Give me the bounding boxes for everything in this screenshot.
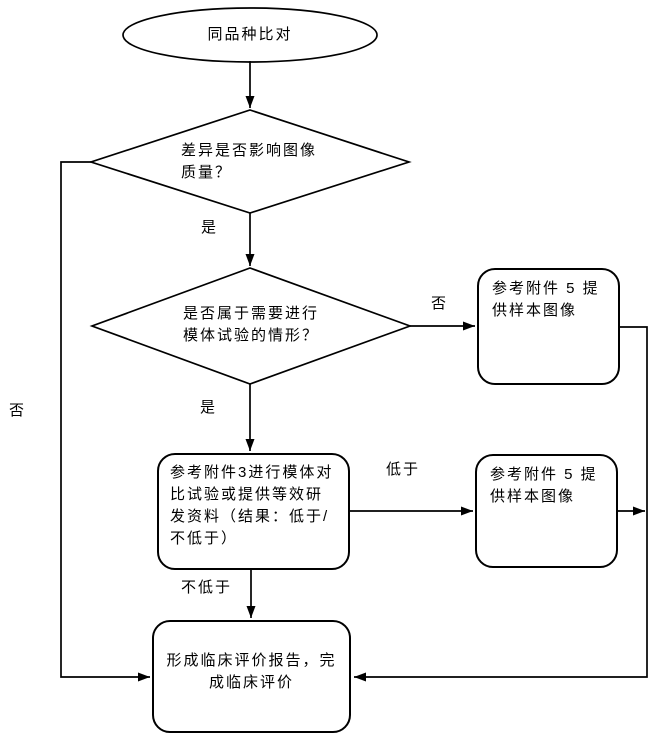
process-phantom-test-line4: 不低于） bbox=[170, 530, 239, 547]
decision-image-quality-line1: 差异是否影响图像 bbox=[181, 142, 318, 159]
edge-label-yes-bottom: 是 bbox=[200, 399, 218, 416]
decision-image-quality-label: 差异是否影响图像 质量？ bbox=[181, 140, 317, 184]
decision-phantom-needed-line1: 是否属于需要进行 bbox=[183, 305, 320, 322]
process-phantom-test-line3: 发资料（结果：低于/ bbox=[170, 508, 330, 525]
edge-label-yes-top: 是 bbox=[201, 219, 219, 236]
process-sample-image-mid-line1: 参考附件 5 提 bbox=[490, 466, 598, 483]
decision-phantom-needed-label: 是否属于需要进行 模体试验的情形？ bbox=[183, 303, 319, 347]
edge-label-no-left: 否 bbox=[9, 402, 27, 419]
process-phantom-test-line2: 比试验或提供等效研 bbox=[170, 486, 324, 503]
edge-label-not-lower: 不低于 bbox=[181, 579, 233, 596]
process-phantom-test-box: 参考附件3进行模体对 比试验或提供等效研 发资料（结果：低于/ 不低于） bbox=[157, 453, 350, 570]
process-final-report-line2: 成临床评价 bbox=[208, 673, 294, 691]
process-sample-image-top-box: 参考附件 5 提 供样本图像 bbox=[477, 268, 620, 385]
arrow-sample-top-to-final-box bbox=[354, 326, 648, 682]
process-final-report-box: 形成临床评价报告，完 成临床评价 bbox=[152, 620, 351, 733]
arrow-decision1-no-to-final-box bbox=[60, 161, 150, 682]
process-sample-image-top-line2: 供样本图像 bbox=[492, 302, 578, 319]
decision-image-quality-line2: 质量？ bbox=[181, 164, 233, 181]
decision-phantom-needed-line2: 模体试验的情形？ bbox=[183, 327, 320, 344]
process-phantom-test-line1: 参考附件3进行模体对 bbox=[170, 464, 334, 481]
process-final-report-line1: 形成临床评价报告，完 bbox=[166, 651, 337, 669]
start-node-label: 同品种比对 bbox=[207, 26, 293, 43]
process-sample-image-mid-box: 参考附件 5 提 供样本图像 bbox=[475, 454, 618, 568]
edge-label-no-right: 否 bbox=[431, 295, 449, 312]
process-sample-image-top-line1: 参考附件 5 提 bbox=[492, 280, 600, 297]
process-sample-image-mid-line2: 供样本图像 bbox=[490, 488, 576, 505]
edge-label-lower: 低于 bbox=[386, 461, 421, 478]
